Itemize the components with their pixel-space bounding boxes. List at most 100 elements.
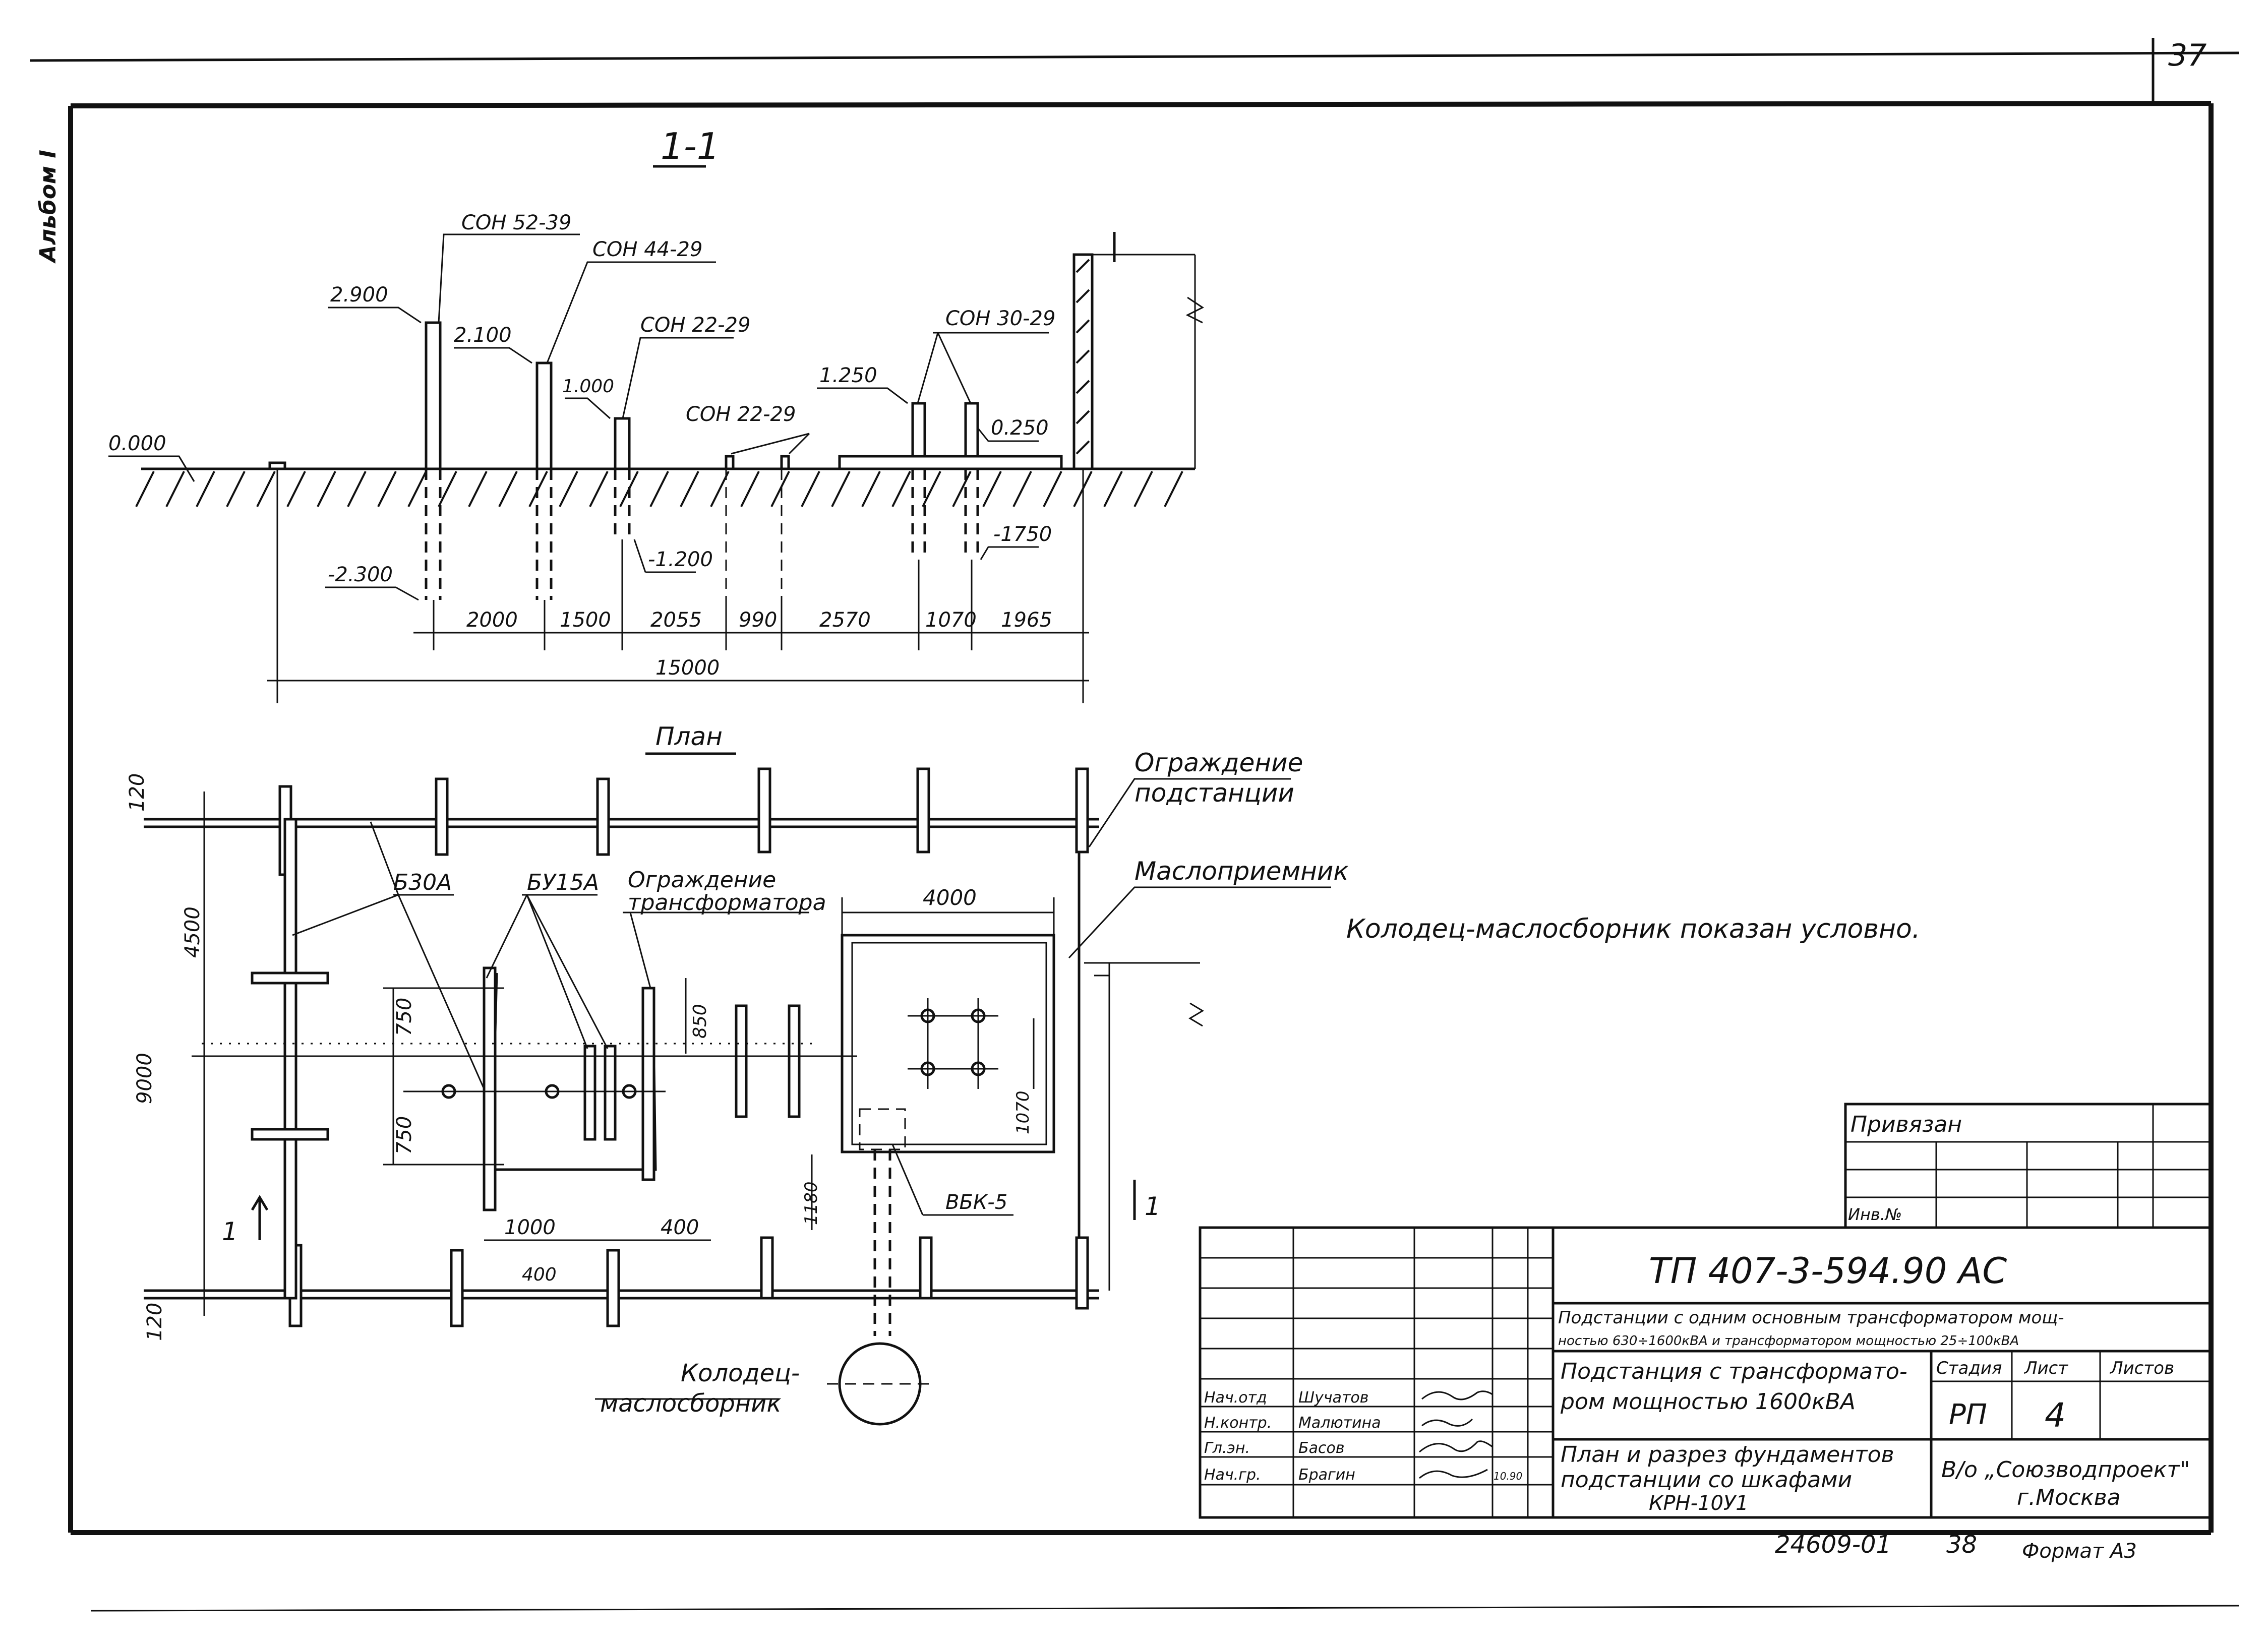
svg-text:1: 1 bbox=[222, 1217, 238, 1246]
fence-post bbox=[916, 767, 930, 854]
tb-object-2: ром мощностью 1600кВА bbox=[1560, 1389, 1856, 1415]
dim-850: 850 bbox=[690, 1004, 710, 1039]
tb-desc-2: ностью 630÷1600кВА и трансформатором мощ… bbox=[1558, 1333, 2019, 1349]
post-pair-plan bbox=[735, 1004, 748, 1118]
fence-post bbox=[435, 777, 449, 856]
span-total-15000: 15000 bbox=[655, 656, 720, 680]
tb-sheet: 4 bbox=[2045, 1396, 2066, 1435]
span-2000: 2000 bbox=[466, 608, 518, 632]
span-2570: 2570 bbox=[819, 608, 871, 632]
level-minus-2-300: -2.300 bbox=[328, 563, 393, 586]
ground-line bbox=[135, 467, 1195, 507]
level-2-100: 2.100 bbox=[454, 324, 512, 347]
transformer-fence-post bbox=[483, 966, 497, 1211]
tb-inv-label: Инв.№ bbox=[1848, 1205, 1902, 1224]
tb-stage: РП bbox=[1949, 1398, 1987, 1431]
tb-org-1: В/о „Союзводпроект" bbox=[1941, 1457, 2190, 1483]
tb-sheet-name-2: подстанции со шкафами bbox=[1561, 1467, 1852, 1493]
post-son-44-29 bbox=[535, 361, 553, 470]
oil-receiver-pit bbox=[841, 897, 1055, 1336]
tb-bound-label: Привязан bbox=[1851, 1112, 1962, 1137]
dimension-chain-spans bbox=[413, 469, 1089, 650]
dim-1000: 1000 bbox=[504, 1216, 556, 1239]
tb-stage-hdr: Стадия bbox=[1936, 1358, 2002, 1378]
tb-sheet-name-1: План и разрез фундаментов bbox=[1561, 1442, 1894, 1468]
signature-3 bbox=[1419, 1440, 1493, 1453]
level-1-250: 1.250 bbox=[819, 364, 877, 387]
fence-post bbox=[1075, 767, 1089, 854]
post-label-son-30-29: СОН 30-29 bbox=[945, 307, 1055, 330]
level-2-900: 2.900 bbox=[330, 283, 388, 307]
span-1070: 1070 bbox=[925, 608, 977, 632]
label-fence-substation-2: подстанции bbox=[1135, 778, 1294, 808]
span-2055: 2055 bbox=[650, 608, 702, 632]
dim-9000: 9000 bbox=[133, 1053, 156, 1104]
signature-1 bbox=[1421, 1390, 1493, 1401]
tb-name-4: Брагин bbox=[1298, 1466, 1355, 1484]
dim-1180: 1180 bbox=[801, 1181, 821, 1225]
dim-400-a: 400 bbox=[522, 1264, 557, 1285]
sheet-frame bbox=[30, 38, 2239, 1612]
dimension-total bbox=[267, 469, 1089, 703]
footer-doc-number: 24609-01 bbox=[1775, 1531, 1891, 1559]
tb-name-3: Басов bbox=[1298, 1439, 1345, 1457]
label-vbk: ВБК-5 bbox=[945, 1191, 1007, 1214]
dim-1070: 1070 bbox=[1013, 1090, 1033, 1134]
small-knob-1 bbox=[268, 461, 286, 470]
svg-text:1: 1 bbox=[1145, 1192, 1161, 1221]
buried-posts bbox=[425, 469, 979, 605]
post-son-22-29-a bbox=[614, 417, 631, 470]
dim-120-top: 120 bbox=[126, 773, 149, 812]
footer-format: Формат А3 bbox=[2022, 1540, 2137, 1563]
tb-org-2: г.Москва bbox=[2017, 1485, 2121, 1510]
label-bu15a: БУ15А bbox=[527, 870, 599, 895]
fence-post bbox=[606, 1249, 620, 1327]
fence-post bbox=[596, 777, 610, 856]
tb-sheet-hdr: Лист bbox=[2023, 1358, 2068, 1378]
dim-4500: 4500 bbox=[181, 906, 204, 958]
label-b30a: Б30А bbox=[393, 870, 452, 895]
level-1-000: 1.000 bbox=[562, 376, 614, 397]
post-label-son-22-29-b: СОН 22-29 bbox=[686, 403, 796, 426]
fence-post-short bbox=[251, 1128, 329, 1141]
dim-4000: 4000 bbox=[923, 885, 977, 910]
label-fence-transformer-1: Ограждение bbox=[628, 867, 776, 893]
fence-post bbox=[450, 1249, 464, 1327]
fence-post-short bbox=[251, 971, 329, 985]
tb-name-2: Малютина bbox=[1298, 1414, 1381, 1432]
section-1-1: 1-1 bbox=[108, 125, 1204, 703]
footer-page: 38 bbox=[1946, 1531, 1977, 1559]
label-oil-receiver: Маслоприемник bbox=[1135, 857, 1349, 886]
plan-dimensions bbox=[192, 791, 1035, 1316]
sheet-corner-number: 37 bbox=[2168, 38, 2206, 73]
transformer-fence-post bbox=[583, 1045, 596, 1141]
label-well-1: Колодец- bbox=[681, 1359, 800, 1387]
tb-role-3: Гл.эн. bbox=[1204, 1439, 1250, 1457]
label-fence-transformer-2: трансформатора bbox=[628, 890, 826, 916]
building-wall bbox=[1072, 232, 1204, 470]
tb-object-1: Подстанция с трансформато- bbox=[1561, 1359, 1907, 1384]
span-1965: 1965 bbox=[1001, 608, 1052, 632]
fence-post bbox=[1075, 1236, 1089, 1310]
tb-desc-1: Подстанции с одним основным трансформато… bbox=[1558, 1308, 2064, 1328]
album-label: Альбом I bbox=[35, 150, 61, 264]
title-block: Привязан Инв.№ Нач.отд Н.контр. Гл.эн. Н… bbox=[1199, 1103, 2213, 1519]
label-well-2: маслосборник bbox=[600, 1389, 781, 1418]
label-fence-substation-1: Ограждение bbox=[1135, 748, 1303, 777]
dim-400-b: 400 bbox=[661, 1216, 699, 1239]
fence-post bbox=[757, 767, 771, 854]
transformer-fence-post bbox=[641, 987, 655, 1181]
plan-view: План bbox=[126, 722, 1349, 1426]
tb-code: ТП 407-3-594.90 АС bbox=[1649, 1250, 2007, 1292]
tb-name-1: Шучатов bbox=[1298, 1389, 1368, 1407]
dim-120-bottom: 120 bbox=[143, 1303, 166, 1341]
post-label-son-52-39: СОН 52-39 bbox=[461, 211, 571, 234]
elevation-marks bbox=[108, 307, 1039, 601]
span-990: 990 bbox=[739, 608, 777, 632]
section-mark-left: 1 bbox=[222, 1195, 269, 1246]
post-son-52-39 bbox=[425, 321, 442, 470]
fence-post-long bbox=[283, 818, 297, 1300]
post-label-son-44-29: СОН 44-29 bbox=[592, 238, 702, 261]
dim-750-a: 750 bbox=[393, 998, 416, 1036]
